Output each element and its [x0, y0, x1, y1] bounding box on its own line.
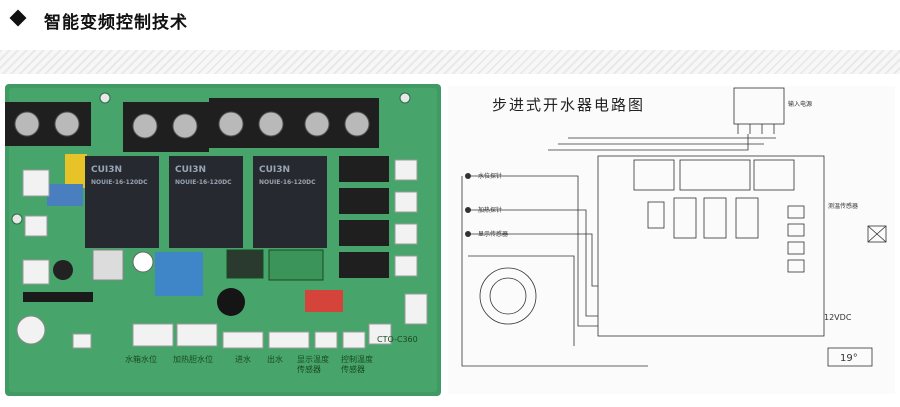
section-header: 智能变频控制技术 — [0, 0, 900, 45]
terminal-block-left — [5, 102, 91, 146]
terminal-block-mid2 — [209, 98, 295, 148]
svg-text:CTO-C360: CTO-C360 — [377, 335, 418, 344]
pcb-board-photo: CUI3N NOUIE-16-120DC CUI3N NOUIE-16-120D… — [5, 84, 441, 396]
buzzer — [217, 288, 245, 316]
svg-text:显示温度: 显示温度 — [297, 354, 329, 364]
relay-1: CUI3N NOUIE-16-120DC — [85, 156, 159, 248]
svg-text:显示传感器: 显示传感器 — [478, 230, 508, 238]
svg-text:水位探针: 水位探针 — [478, 172, 502, 180]
svg-text:控制温度: 控制温度 — [341, 354, 373, 364]
relay-3: CUI3N NOUIE-16-120DC — [253, 156, 327, 248]
svg-text:NOUIE-16-120DC: NOUIE-16-120DC — [259, 179, 316, 186]
svg-text:加热探针: 加热探针 — [478, 206, 502, 214]
svg-text:测温传感器: 测温传感器 — [828, 202, 858, 210]
schematic-title: 步进式开水器电路图 — [492, 96, 645, 114]
relay-2: CUI3N NOUIE-16-120DC — [169, 156, 243, 248]
svg-text:19°: 19° — [840, 353, 858, 364]
diamond-bullet-icon — [9, 9, 27, 27]
terminal-block-mid — [123, 102, 209, 152]
svg-text:NOUIE-16-120DC: NOUIE-16-120DC — [91, 179, 148, 186]
svg-text:CUI3N: CUI3N — [259, 165, 290, 175]
red-dip-switch — [305, 290, 343, 312]
svg-text:进水: 进水 — [235, 354, 251, 364]
svg-text:CUI3N: CUI3N — [175, 165, 206, 175]
svg-text:CUI3N: CUI3N — [91, 165, 122, 175]
svg-text:输入电源: 输入电源 — [788, 100, 812, 108]
svg-text:12VDC: 12VDC — [824, 313, 852, 322]
svg-text:出水: 出水 — [267, 354, 283, 364]
terminal-block-right — [295, 98, 379, 148]
svg-text:传感器: 传感器 — [341, 364, 365, 374]
svg-text:加热胆水位: 加热胆水位 — [173, 354, 213, 364]
capacitor-yellow — [65, 154, 87, 188]
svg-text:NOUIE-16-120DC: NOUIE-16-120DC — [175, 179, 232, 186]
svg-text:传感器: 传感器 — [297, 364, 321, 374]
section-title: 智能变频控制技术 — [44, 13, 188, 33]
svg-text:水箱水位: 水箱水位 — [125, 354, 157, 364]
capacitor-blue — [47, 184, 83, 206]
blue-switch-block — [155, 252, 203, 296]
circuit-diagram: 步进式开水器电路图 — [448, 86, 895, 394]
